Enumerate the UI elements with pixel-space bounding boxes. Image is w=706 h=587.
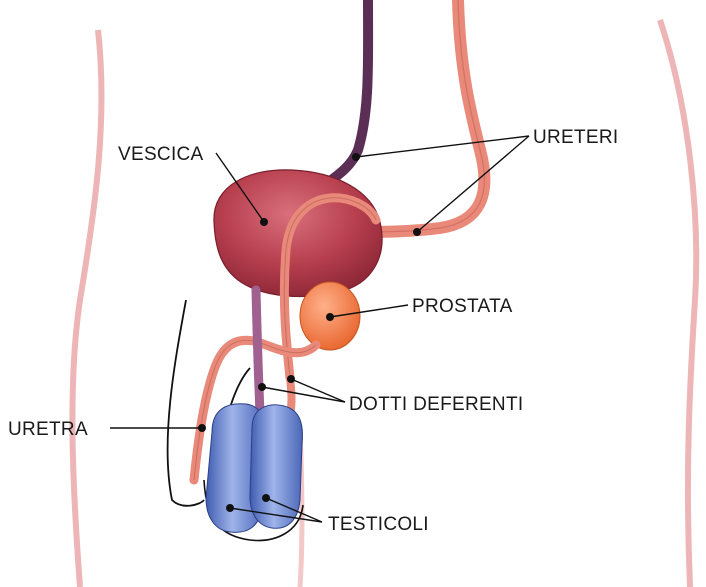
label-vas-deferens: DOTTI DEFERENTI (349, 394, 523, 415)
vas-deferens-left (256, 290, 260, 412)
body-outline (72, 20, 696, 587)
label-testicles: TESTICOLI (328, 514, 429, 535)
bladder (214, 170, 382, 297)
label-ureters: URETERI (533, 127, 619, 148)
label-bladder: VESCICA (118, 144, 204, 165)
testicles (206, 404, 302, 533)
label-prostate: PROSTATA (412, 296, 513, 317)
label-urethra: URETRA (8, 419, 88, 440)
left-ureter (318, 0, 368, 190)
